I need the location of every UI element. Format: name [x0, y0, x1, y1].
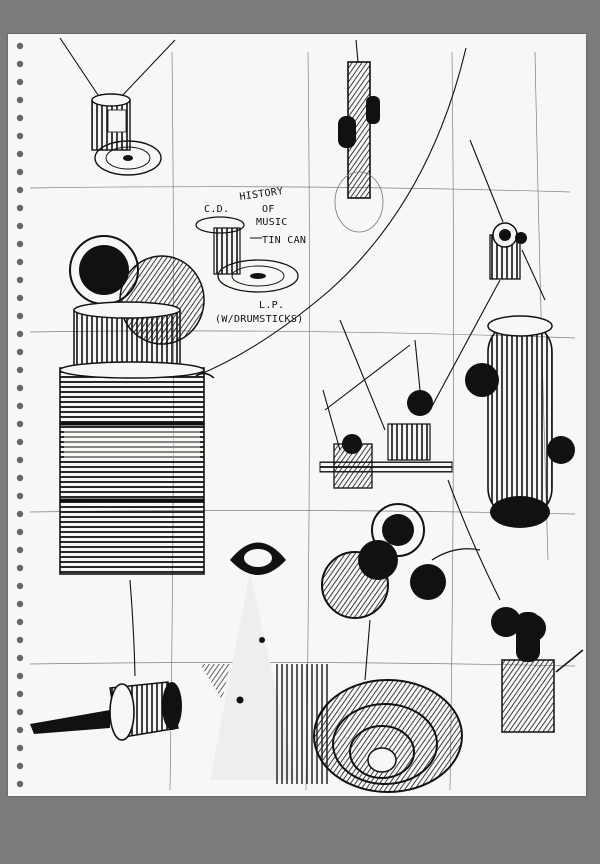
note-drumsticks: (W/DRUMSTICKS)	[215, 314, 304, 325]
small-can-right-top	[489, 222, 527, 280]
tall-tube-right	[465, 315, 575, 528]
can-with-drumsticks-bottom-right	[491, 607, 584, 733]
spiral-holes	[16, 42, 24, 788]
note-of: OF	[262, 204, 275, 215]
note-cd: C.D.	[204, 204, 229, 215]
tin-can-bottom-left	[30, 681, 182, 741]
note-history: HISTORY	[239, 186, 284, 203]
concentric-drum-bottom	[313, 679, 463, 793]
note-music: MUSIC	[256, 217, 288, 228]
middle-hanging-cans	[319, 390, 453, 489]
spotlight-can	[210, 542, 296, 780]
hanging-wires	[59, 37, 546, 681]
note-tincan: TIN CAN	[262, 235, 306, 246]
drum-stack-left	[59, 235, 215, 575]
note-lp: L.P.	[259, 300, 284, 311]
tin-can-with-cd-top-left	[91, 93, 162, 176]
hanging-can-top-center	[334, 61, 384, 233]
labeled-concept-sketch	[195, 216, 299, 293]
drum-cluster-center	[321, 503, 481, 619]
